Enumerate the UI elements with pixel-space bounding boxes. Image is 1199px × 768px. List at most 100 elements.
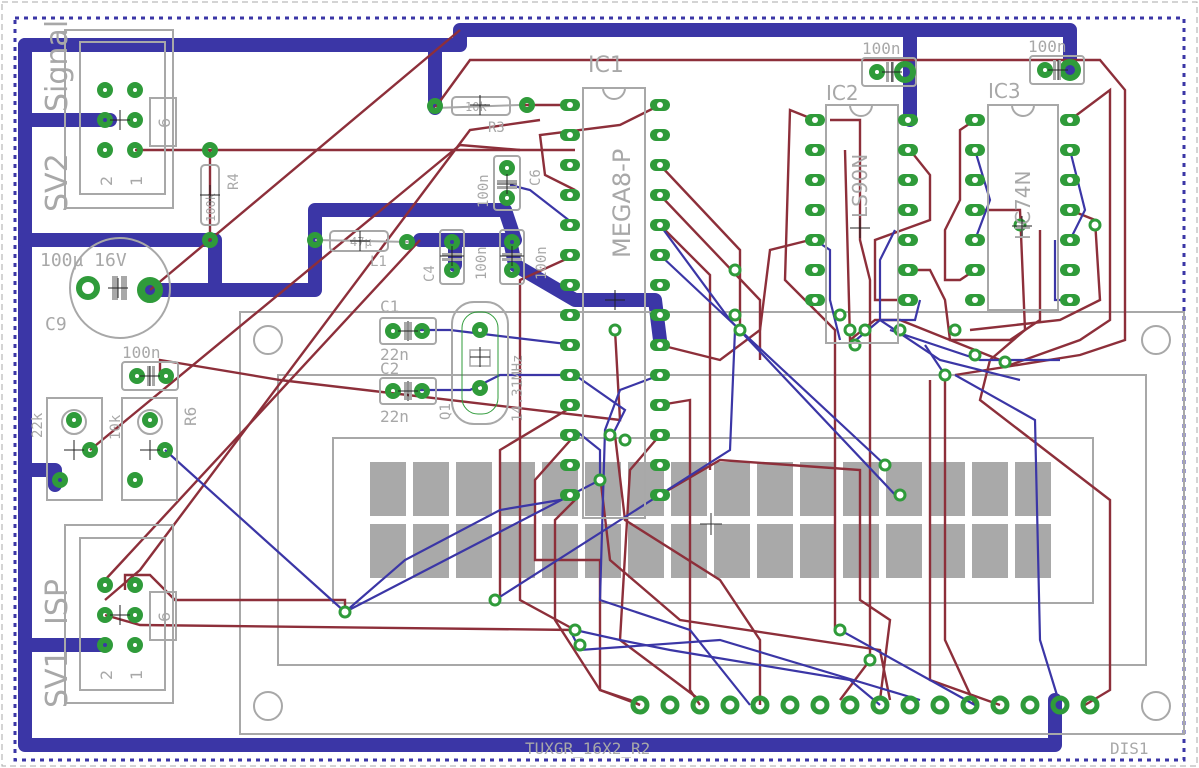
- ic3-value: HC74N: [1011, 171, 1035, 240]
- l1-name: L1: [370, 254, 387, 270]
- ic2-left-drill-4: [812, 207, 818, 213]
- ic1-mega8: IC1 MEGA8-P: [560, 53, 670, 519]
- ic2-right-drill-7: [905, 297, 911, 303]
- ic3-right-drill-7: [1067, 297, 1073, 303]
- ic2-right-drill-6: [905, 267, 911, 273]
- r6-name: R6: [181, 407, 200, 426]
- ic3-left-drill-6: [972, 267, 978, 273]
- lcd-pin-13: [990, 695, 1010, 715]
- sv2-name: SV2: [40, 153, 75, 212]
- c6-value: 100n: [476, 174, 492, 208]
- r4-resistor: 100k R4: [200, 142, 242, 248]
- ic3-right-drill-6: [1067, 267, 1073, 273]
- lcd-module: [239, 311, 1185, 735]
- lcd-char-2-11: [800, 524, 836, 578]
- lcd-char-1-16: [1015, 462, 1051, 516]
- ic3-right-drill-2: [1067, 147, 1073, 153]
- c8-value: 100n: [1028, 37, 1067, 56]
- c2-value: 22n: [380, 407, 409, 426]
- c9-name: C9: [45, 314, 67, 335]
- lcd-pin-5: [750, 695, 770, 715]
- ic1-right-drill-1: [657, 102, 663, 108]
- q1-name: Q1: [438, 403, 454, 420]
- lcd-pin-12: [960, 695, 980, 715]
- q1-crystal: Q1 14.31MHz: [438, 301, 526, 425]
- ic1-right-drill-11: [657, 402, 663, 408]
- ic2-ls90n: IC2 LS90N: [805, 81, 918, 344]
- ic1-left-drill-1: [567, 102, 573, 108]
- ic1-left-drill-10: [567, 372, 573, 378]
- c1-value: 22n: [380, 345, 409, 364]
- ic1-right-drill-14: [657, 492, 663, 498]
- lcd-pin-4: [720, 695, 740, 715]
- ic1-right-drill-7: [657, 282, 663, 288]
- lcd-pin-6: [780, 695, 800, 715]
- lcd-segments: [370, 462, 1051, 578]
- ic3-left-drill-3: [972, 177, 978, 183]
- sv2-pin2: 2: [97, 176, 116, 186]
- lcd-char-2-16: [1015, 524, 1051, 578]
- ic2-left-drill-6: [812, 267, 818, 273]
- c5-value: 100n: [534, 246, 550, 280]
- ic2-right-drill-5: [905, 237, 911, 243]
- lcd-pin-8: [840, 695, 860, 715]
- r4-value: 100k: [204, 192, 218, 222]
- lcd-pin-3: [690, 695, 710, 715]
- ic3-right-drill-5: [1067, 237, 1073, 243]
- ic1-left-drill-5: [567, 222, 573, 228]
- top-copper: [89, 29, 1127, 707]
- ic1-left-drill-3: [567, 162, 573, 168]
- sv2-label: Signal: [40, 20, 75, 112]
- ic2-right-drill-1: [905, 117, 911, 123]
- ic1-right-drill-9: [657, 342, 663, 348]
- ic1-left-drill-6: [567, 252, 573, 258]
- lcd-char-2-15: [972, 524, 1008, 578]
- ic3-right-drill-3: [1067, 177, 1073, 183]
- lcd-pin-2: [660, 695, 680, 715]
- ic2-right-drill-2: [905, 147, 911, 153]
- lcd-char-2-13: [886, 524, 922, 578]
- lcd-char-1-13: [886, 462, 922, 516]
- ic2-left-drill-2: [812, 147, 818, 153]
- ic1-left-drill-14: [567, 492, 573, 498]
- r3-name: R3: [488, 120, 505, 136]
- lcd-char-1-3: [456, 462, 492, 516]
- ic1-right-drill-6: [657, 252, 663, 258]
- lcd-char-1-14: [929, 462, 965, 516]
- c9-capacitor: 100µ 16V C9: [40, 237, 171, 339]
- ic2-right-drill-3: [905, 177, 911, 183]
- lcd-char-1-1: [370, 462, 406, 516]
- lcd-pin-11: [930, 695, 950, 715]
- sv2-pin6: 6: [155, 118, 174, 128]
- r6-value: 10k: [108, 414, 124, 440]
- vias: [338, 218, 1102, 667]
- lcd-pin-10: [900, 695, 920, 715]
- sv1-isp-connector: ISP SV1 2 1 6: [40, 524, 177, 708]
- c9-value: 100µ 16V: [40, 250, 127, 271]
- ic1-value: MEGA8-P: [608, 149, 636, 258]
- power-rails: [18, 23, 1077, 752]
- ic1-right-drill-2: [657, 132, 663, 138]
- lcd-pin-9: [870, 695, 890, 715]
- c10-value: 100n: [122, 343, 161, 362]
- ic1-left-drill-9: [567, 342, 573, 348]
- board-name: TUXGR_16X2_R2: [525, 739, 650, 758]
- lcd-pin-14: [1020, 695, 1040, 715]
- lcd-pin-7: [810, 695, 830, 715]
- c1-name: C1: [380, 297, 399, 316]
- sv1-name: SV1: [40, 649, 75, 708]
- sv2-signal-connector: Signal SV2 2 1 6: [40, 20, 177, 212]
- ic1-right-drill-12: [657, 432, 663, 438]
- sv1-pin1: 1: [127, 670, 146, 680]
- ic1-right-drill-3: [657, 162, 663, 168]
- ic2-left-drill-3: [812, 177, 818, 183]
- r3-resistor: 10k R3: [427, 96, 535, 136]
- sv1-pin2: 2: [97, 670, 116, 680]
- c4-value: 100n: [474, 246, 490, 280]
- trimmer-22k: 22k: [30, 397, 103, 501]
- ic3-hc74n: IC3 HC74N: [965, 79, 1080, 311]
- ic1-left-drill-13: [567, 462, 573, 468]
